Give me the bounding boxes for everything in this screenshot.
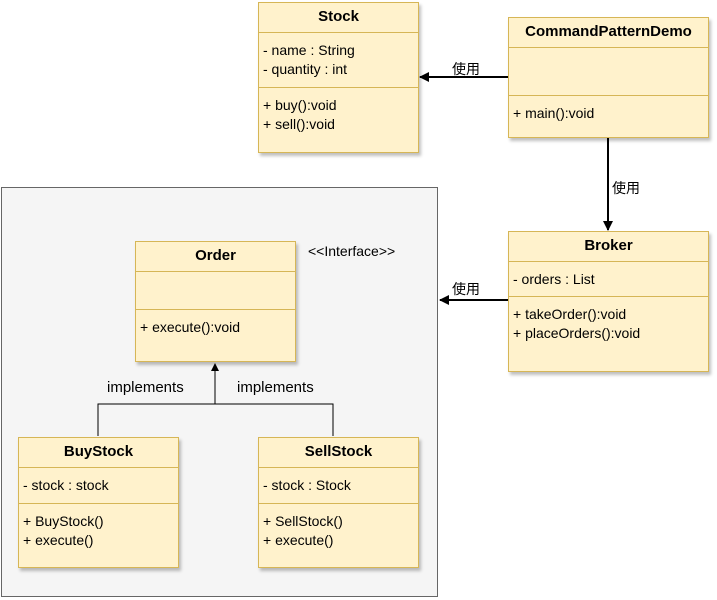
use-label-broker: 使用 bbox=[612, 180, 640, 196]
method: + BuyStock() bbox=[23, 513, 104, 529]
implements-label-sellstock: implements bbox=[237, 379, 314, 396]
attribute: - name : String bbox=[263, 42, 355, 58]
class-stock-methods: + buy():void + sell():void bbox=[259, 88, 418, 133]
class-buystock[interactable]: BuyStock - stock : stock + BuyStock() + … bbox=[18, 437, 179, 568]
class-stock[interactable]: Stock - name : String - quantity : int +… bbox=[258, 2, 419, 153]
class-commandpatterndemo[interactable]: CommandPatternDemo + main():void bbox=[508, 17, 709, 138]
method: + sell():void bbox=[263, 115, 335, 132]
method: + placeOrders():void bbox=[513, 324, 641, 341]
interface-stereotype-label: <<Interface>> bbox=[308, 243, 396, 259]
use-label-stock: 使用 bbox=[452, 61, 480, 77]
class-order-attributes bbox=[136, 272, 295, 310]
class-buystock-methods: + BuyStock() + execute() bbox=[19, 504, 178, 549]
buystock-implements-connector bbox=[97, 403, 215, 436]
method: + main():void bbox=[513, 105, 595, 121]
class-order-title: Order bbox=[136, 242, 295, 272]
implements-label-buystock: implements bbox=[107, 379, 184, 396]
class-broker-title: Broker bbox=[509, 232, 708, 262]
class-commandpatterndemo-title: CommandPatternDemo bbox=[509, 18, 708, 48]
class-broker-methods: + takeOrder():void + placeOrders():void bbox=[509, 297, 708, 342]
class-commandpatterndemo-methods: + main():void bbox=[509, 96, 708, 123]
attribute: - orders : List bbox=[513, 271, 595, 287]
method: + buy():void bbox=[263, 97, 337, 113]
sellstock-implements-connector bbox=[215, 403, 334, 436]
attribute: - quantity : int bbox=[263, 60, 348, 77]
method: + takeOrder():void bbox=[513, 306, 627, 322]
class-commandpatterndemo-attributes bbox=[509, 48, 708, 96]
class-sellstock-methods: + SellStock() + execute() bbox=[259, 504, 418, 549]
class-order[interactable]: Order + execute():void bbox=[135, 241, 296, 362]
method: + execute() bbox=[23, 531, 94, 548]
method: + execute():void bbox=[140, 319, 240, 335]
method: + SellStock() bbox=[263, 513, 343, 529]
class-order-methods: + execute():void bbox=[136, 310, 295, 337]
class-broker[interactable]: Broker - orders : List + takeOrder():voi… bbox=[508, 231, 709, 372]
attribute: - stock : stock bbox=[23, 477, 109, 493]
use-label-group: 使用 bbox=[452, 281, 480, 297]
class-sellstock[interactable]: SellStock - stock : Stock + SellStock() … bbox=[258, 437, 419, 568]
method: + execute() bbox=[263, 531, 334, 548]
class-stock-title: Stock bbox=[259, 3, 418, 33]
class-buystock-attributes: - stock : stock bbox=[19, 468, 178, 504]
class-sellstock-attributes: - stock : Stock bbox=[259, 468, 418, 504]
class-sellstock-title: SellStock bbox=[259, 438, 418, 468]
class-buystock-title: BuyStock bbox=[19, 438, 178, 468]
attribute: - stock : Stock bbox=[263, 477, 351, 493]
class-broker-attributes: - orders : List bbox=[509, 262, 708, 297]
class-stock-attributes: - name : String - quantity : int bbox=[259, 33, 418, 88]
